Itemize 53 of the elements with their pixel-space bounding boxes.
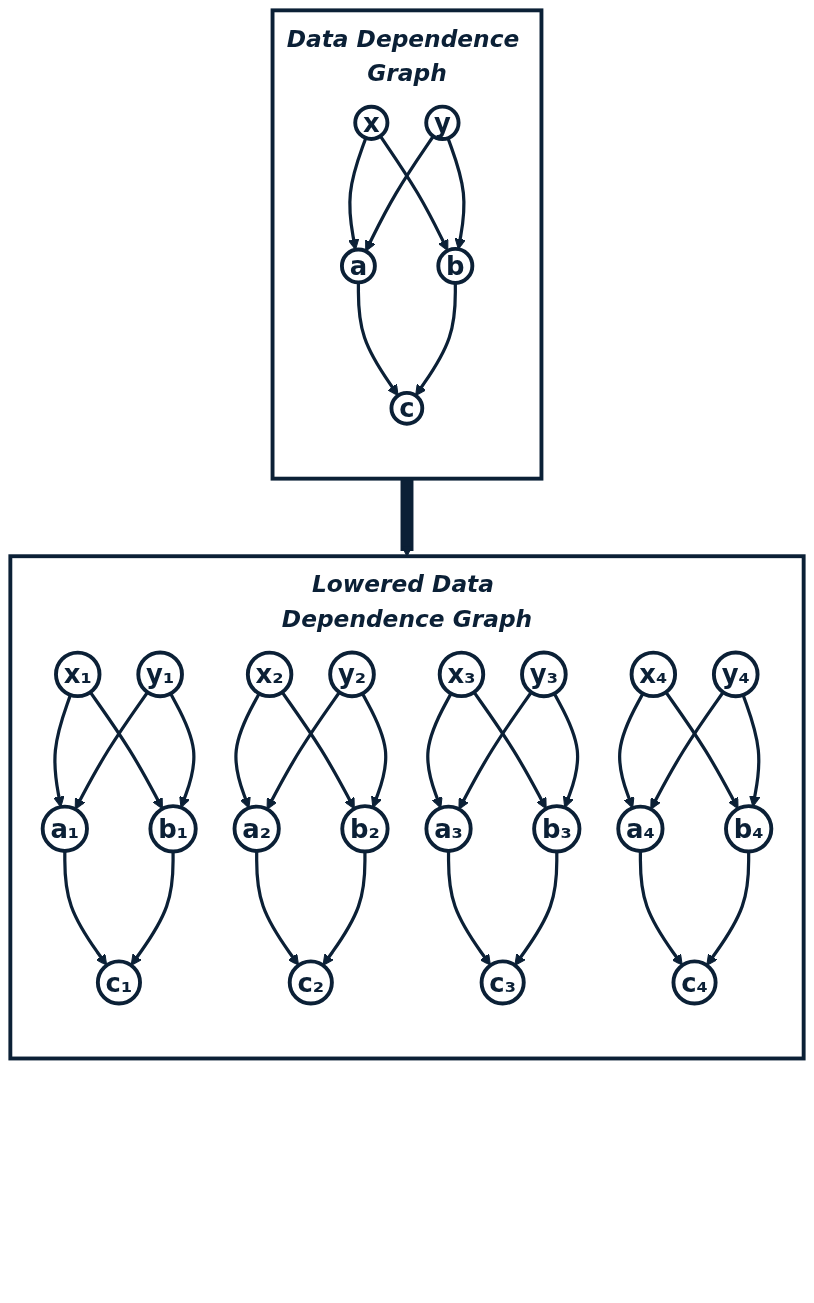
node-circle: x₂ (245, 650, 294, 699)
node-circle: x₄ (629, 650, 678, 699)
node-circle: x₁ (54, 650, 102, 699)
arrow (415, 282, 457, 397)
node-circle: c (389, 390, 425, 426)
node-circle: a (340, 247, 377, 285)
arrow (379, 135, 449, 252)
arrow (130, 851, 175, 966)
node-circle: c₂ (287, 959, 334, 1006)
arrow (88, 691, 163, 810)
arrow (74, 691, 149, 810)
arrow (365, 135, 435, 252)
node-circle: b₄ (724, 804, 774, 854)
arrow (280, 691, 355, 810)
arrow (706, 851, 751, 966)
node-circle: y₁ (136, 650, 184, 699)
node-circle: c₁ (95, 959, 142, 1006)
node-circle: y₃ (520, 650, 568, 699)
arrow (514, 851, 559, 966)
arrow (234, 692, 261, 809)
node-circle: b₁ (148, 804, 198, 854)
arrow (426, 692, 453, 809)
arrow (63, 850, 108, 966)
node-circle: a₂ (232, 804, 281, 853)
arrow (446, 137, 466, 250)
node-circle: c₃ (479, 959, 526, 1006)
node-circle: x (353, 104, 390, 141)
arrow (638, 850, 683, 966)
arrow (322, 851, 367, 966)
arrow (650, 691, 725, 810)
arrow (356, 282, 399, 397)
node-circle: y (424, 104, 461, 141)
node-circle: c₄ (671, 959, 718, 1006)
node-circle: a₁ (40, 804, 89, 853)
arrow (458, 691, 533, 810)
node-circle: b₂ (340, 804, 390, 854)
node-circle: b (436, 247, 475, 285)
arrow (618, 692, 645, 809)
node-circle: x₃ (437, 650, 486, 699)
arrow (472, 691, 547, 810)
node-circle: a₄ (616, 804, 665, 853)
node-circle: b₃ (532, 804, 582, 854)
arrow (53, 694, 72, 808)
node-circle: a₃ (424, 804, 473, 853)
arrow (169, 692, 196, 809)
arrow (664, 691, 739, 810)
node-circle: y₂ (328, 650, 376, 699)
arrow (446, 850, 491, 966)
arrow (400, 478, 414, 557)
arrow (266, 691, 341, 810)
arrow (255, 850, 300, 966)
node-circle: y₄ (711, 650, 760, 699)
arrow (361, 692, 388, 809)
